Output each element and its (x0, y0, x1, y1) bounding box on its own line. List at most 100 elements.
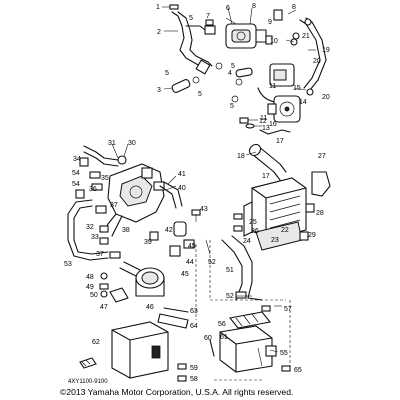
harness-2 (164, 11, 216, 75)
callout-40: 40 (178, 185, 186, 192)
callout-33: 33 (91, 234, 99, 241)
gasket-24 (243, 201, 253, 237)
callout-5c: 5 (231, 63, 235, 70)
callout-3: 3 (157, 87, 161, 94)
fitting-8 (273, 9, 283, 21)
callout-14: 14 (299, 99, 307, 106)
bolt-65 (281, 365, 291, 372)
callout-44: 44 (186, 259, 194, 266)
top-assembly (162, 4, 327, 181)
callout-53: 53 (64, 261, 72, 268)
callout-54a: 54 (72, 170, 80, 177)
callout-16: 16 (269, 121, 277, 128)
elbow-27 (311, 171, 331, 197)
fitting-32 (99, 225, 109, 233)
sensor-11 (269, 63, 295, 87)
callout-31: 31 (108, 140, 116, 147)
callout-8a: 8 (252, 3, 256, 10)
callout-10: 10 (270, 38, 278, 45)
tps-14 (267, 95, 301, 123)
callout-numbers: 1 2 3 4 5 5 5 5 5 6 7 8 8 9 10 11 11 12 … (64, 3, 330, 383)
fitting-54 (75, 189, 85, 199)
callout-4: 4 (228, 70, 232, 77)
filter-56 (228, 311, 272, 329)
callout-57: 57 (284, 306, 292, 313)
callout-20a: 20 (313, 58, 321, 65)
clamp-20a (304, 18, 312, 26)
callout-65: 65 (294, 367, 302, 374)
hose-51 (231, 235, 263, 301)
callout-63: 63 (190, 308, 198, 315)
fitting-9 (265, 35, 273, 45)
strap-63 (163, 307, 189, 313)
callout-2: 2 (157, 29, 161, 36)
hose-30 (83, 151, 119, 167)
callout-5b: 5 (165, 70, 169, 77)
callout-5a: 5 (189, 15, 193, 22)
callout-1: 1 (156, 4, 160, 11)
callout-7: 7 (206, 13, 210, 20)
callout-12: 12 (259, 118, 267, 125)
fitting-29 (299, 231, 309, 241)
washer-48 (100, 272, 108, 280)
bolt-12 (239, 117, 258, 124)
copyright-text: ©2013 Yamaha Motor Corporation, U.S.A. A… (60, 387, 293, 397)
clip-30 (117, 155, 127, 165)
callout-49: 49 (86, 284, 94, 291)
callout-29: 29 (308, 232, 316, 239)
callout-18: 18 (237, 153, 245, 160)
callout-45a: 45 (188, 243, 196, 250)
callout-52b: 52 (226, 293, 234, 300)
hose-17 (248, 143, 287, 181)
hose-53-inner (73, 205, 109, 255)
box-62 (111, 321, 169, 379)
fitting-39 (149, 231, 159, 241)
fitting-37b (109, 251, 121, 259)
housing-61 (219, 325, 273, 373)
fitting-38 (95, 205, 107, 214)
callout-5e: 5 (230, 103, 234, 110)
screw-18 (245, 151, 257, 156)
callout-60: 60 (204, 335, 212, 342)
bolt-25 (233, 213, 243, 220)
callout-39: 39 (144, 239, 152, 246)
bolt-26 (233, 225, 243, 232)
element-46 (119, 261, 165, 297)
hose-51-inner (221, 239, 243, 301)
callout-22: 22 (281, 227, 289, 234)
clip-21 (292, 32, 300, 40)
hose-53 (67, 199, 109, 261)
hose-41 (163, 181, 183, 207)
callout-32: 32 (86, 224, 94, 231)
callout-34: 34 (73, 156, 81, 163)
callout-37b: 37 (96, 251, 104, 258)
callout-8b: 8 (292, 4, 296, 11)
bolt-59 (177, 363, 187, 370)
callout-61: 61 (220, 334, 228, 341)
tube-42 (173, 221, 187, 237)
callout-56: 56 (218, 321, 226, 328)
fitting-44 (169, 245, 181, 257)
hose-4 (235, 67, 253, 78)
callout-11b: 11 (260, 115, 267, 122)
callout-59: 59 (190, 365, 198, 372)
leader-lines (111, 7, 316, 381)
callout-19: 19 (322, 47, 330, 54)
screw-7 (205, 19, 214, 26)
tube-3 (163, 79, 191, 93)
left-assembly (67, 145, 215, 382)
callout-17b: 17 (262, 173, 270, 180)
callout-58: 58 (190, 376, 198, 383)
clamp-20b (306, 88, 314, 96)
callout-51: 51 (226, 267, 234, 274)
hose-16 (259, 129, 291, 135)
washer-13 (245, 123, 262, 129)
callout-15: 15 (293, 85, 301, 92)
fitting-52 (235, 291, 247, 299)
hose-40 (159, 185, 177, 209)
callout-28: 28 (316, 210, 324, 217)
pressure-regulator-37 (103, 163, 165, 237)
callout-25: 25 (249, 219, 257, 226)
callout-13: 13 (262, 125, 270, 132)
